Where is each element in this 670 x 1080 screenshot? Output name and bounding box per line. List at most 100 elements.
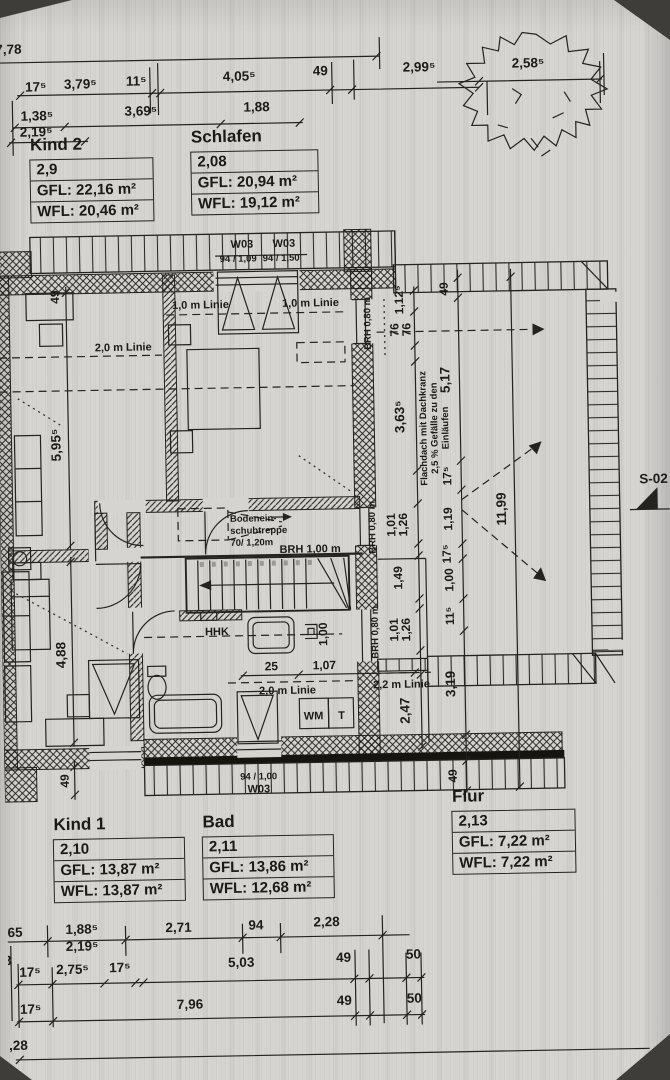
- dim-2755: 2,75⁵: [56, 962, 89, 978]
- dim-258: 2,58⁵: [512, 55, 545, 71]
- tree-symbol: [457, 31, 609, 157]
- exterior-walls: [0, 268, 565, 803]
- dim-3: 3: [4, 953, 12, 968]
- dim-119: 1,19: [441, 507, 455, 531]
- room-gfl: GFL: 22,16 m²: [30, 178, 154, 202]
- dim-25: 25: [265, 659, 279, 673]
- guide-lines: [0, 299, 547, 684]
- right-dimension-chains: 1,12⁵ 76 76 3,63⁵ 1,01 1,26 1,49 1,01 1,…: [384, 268, 525, 796]
- room-table-schlafen: Schlafen 2,08 GFL: 20,94 m² WFL: 19,12 m…: [190, 125, 320, 216]
- bottom-wall-band: 94 / 1,00 W03: [143, 757, 566, 797]
- room-number: 2,08: [197, 152, 227, 171]
- room-name: Kind 1: [53, 814, 106, 835]
- dim-149: 1,49: [391, 566, 405, 590]
- height-line-label: 2,0 m Linie: [259, 684, 316, 697]
- room-name: Kind 2: [29, 134, 83, 155]
- plan-annotations: 1,0 m Linie 1,0 m Linie 2,0 m Linie 2,0 …: [95, 297, 670, 723]
- top-dimension-chain: 7,78 3 17⁵ 3,79⁵ 11⁵ 4,05⁵ 49 2,99⁵ 2,58…: [0, 37, 605, 1022]
- roof-note: Flachdach mit Dachkranz: [417, 371, 430, 486]
- room-gfl: GFL: 20,94 m²: [191, 170, 318, 194]
- dim-1199: 11,99: [494, 492, 510, 525]
- dim-76: 76: [387, 323, 401, 337]
- dim-49: 49: [48, 290, 62, 304]
- dim-94: 94: [248, 917, 264, 932]
- loft-ladder-label: 70/ 1,20m: [230, 537, 273, 549]
- dim-219: 2,19⁵: [20, 124, 53, 140]
- dim-188: 1,88: [243, 99, 270, 114]
- dim-175: 17⁵: [19, 964, 41, 979]
- room-wfl: WFL: 12,68 m²: [203, 876, 334, 900]
- sill-height-label: BRH 0,80 m: [367, 501, 379, 554]
- height-line-label: 1,0 m Linie: [172, 299, 229, 312]
- height-line-label: 2,0 m Linie: [95, 341, 152, 354]
- room-table-kind1: Kind 1 2,10 GFL: 13,87 m² WFL: 13,87 m²: [52, 813, 186, 904]
- section-marker-label: S-02: [639, 471, 668, 487]
- staircase: [184, 554, 352, 614]
- bottom-dimension-chains: 65 1,88⁵ 2,71 94 2,28 2,19⁵ 3 17⁵ 2,75⁵ …: [1, 914, 650, 1065]
- dim-228: 2,28: [313, 914, 340, 929]
- loft-ladder-label: schubtreppe: [230, 525, 287, 537]
- window-size-label: 94 / 1,00: [240, 771, 277, 783]
- room-gfl: GFL: 13,86 m²: [203, 855, 334, 879]
- flat-roof-edge: [392, 260, 627, 687]
- room-name: Schlafen: [190, 126, 262, 147]
- dim-50: 50: [406, 946, 421, 961]
- dim-175: 17⁵: [20, 1001, 42, 1016]
- room-number: 2,10: [59, 840, 90, 859]
- room-name: Flur: [451, 786, 485, 806]
- dim-49: 49: [437, 282, 451, 296]
- dim-2195: 2,19⁵: [66, 938, 99, 954]
- room-wfl: WFL: 7,22 m²: [453, 850, 576, 874]
- room-gfl: GFL: 13,87 m²: [54, 857, 185, 882]
- dim-517: 5,17: [437, 367, 452, 394]
- room-table-bad: Bad 2,11 GFL: 13,86 m² WFL: 12,68 m²: [201, 810, 335, 901]
- dim-369: 3,69⁵: [124, 103, 157, 119]
- dim-49: 49: [336, 950, 351, 965]
- interior-walls: [8, 274, 363, 742]
- interior-dimension: 25 1,07: [238, 658, 420, 681]
- window-size-label: 94 / 1,09: [220, 253, 257, 265]
- washer-label: WM: [304, 710, 324, 722]
- room-number: 2,13: [458, 812, 488, 830]
- sill-height-label: BRH 0,80 m: [362, 297, 374, 350]
- dim-101: 1,01: [387, 618, 401, 642]
- dim-488: 4,88: [53, 641, 68, 668]
- dim-49-top: 49: [313, 63, 328, 78]
- dim-128: 1,28: [1, 1038, 28, 1053]
- dim-503: 5,03: [228, 955, 255, 970]
- dim-total-width: 7,78: [0, 42, 22, 57]
- dim-11: 11⁵: [126, 73, 147, 88]
- room-gfl: GFL: 7,22 m²: [452, 829, 576, 853]
- radiator-label: HHK: [205, 626, 229, 638]
- height-line-label: 1,0 m Linie: [282, 297, 339, 310]
- dim-100: 1,00: [316, 622, 330, 646]
- dim-175: 17⁵: [109, 960, 131, 975]
- dim-796: 7,96: [177, 996, 204, 1011]
- sill-height-label: BRH 1,00 m: [279, 543, 341, 556]
- dim-175-top: 17⁵: [25, 79, 47, 94]
- dim-1885: 1,88⁵: [65, 921, 98, 937]
- dim-100: 1,00: [442, 568, 456, 592]
- room-wfl: WFL: 13,87 m²: [54, 878, 185, 903]
- dim-175: 17⁵: [439, 544, 453, 563]
- dim-126: 1,26: [396, 513, 410, 537]
- door-swings: [95, 503, 248, 654]
- room-table-kind2: Kind 2 2,9 GFL: 22,16 m² WFL: 20,46 m²: [29, 133, 155, 224]
- dim-363: 3,63⁵: [392, 400, 408, 433]
- dim-319: 3,19: [443, 671, 458, 698]
- room-number: 2,9: [36, 161, 58, 179]
- room-number: 2,11: [208, 837, 238, 856]
- dim-405: 4,05⁵: [223, 68, 256, 84]
- dim-76: 76: [399, 323, 413, 337]
- dim-271: 2,71: [165, 920, 192, 935]
- left-dimension-chain: 49 5,95⁵ 4,88 49: [48, 286, 80, 800]
- dim-138: 1,38⁵: [20, 108, 53, 124]
- dim-65: 65: [7, 925, 23, 940]
- room-wfl: WFL: 19,12 m²: [191, 191, 319, 215]
- dim-247: 2,47: [397, 697, 412, 724]
- dryer-label: T: [338, 710, 345, 722]
- dim-112: 1,12⁵: [392, 285, 407, 314]
- window-size-label: 94 / 1,50: [263, 253, 300, 265]
